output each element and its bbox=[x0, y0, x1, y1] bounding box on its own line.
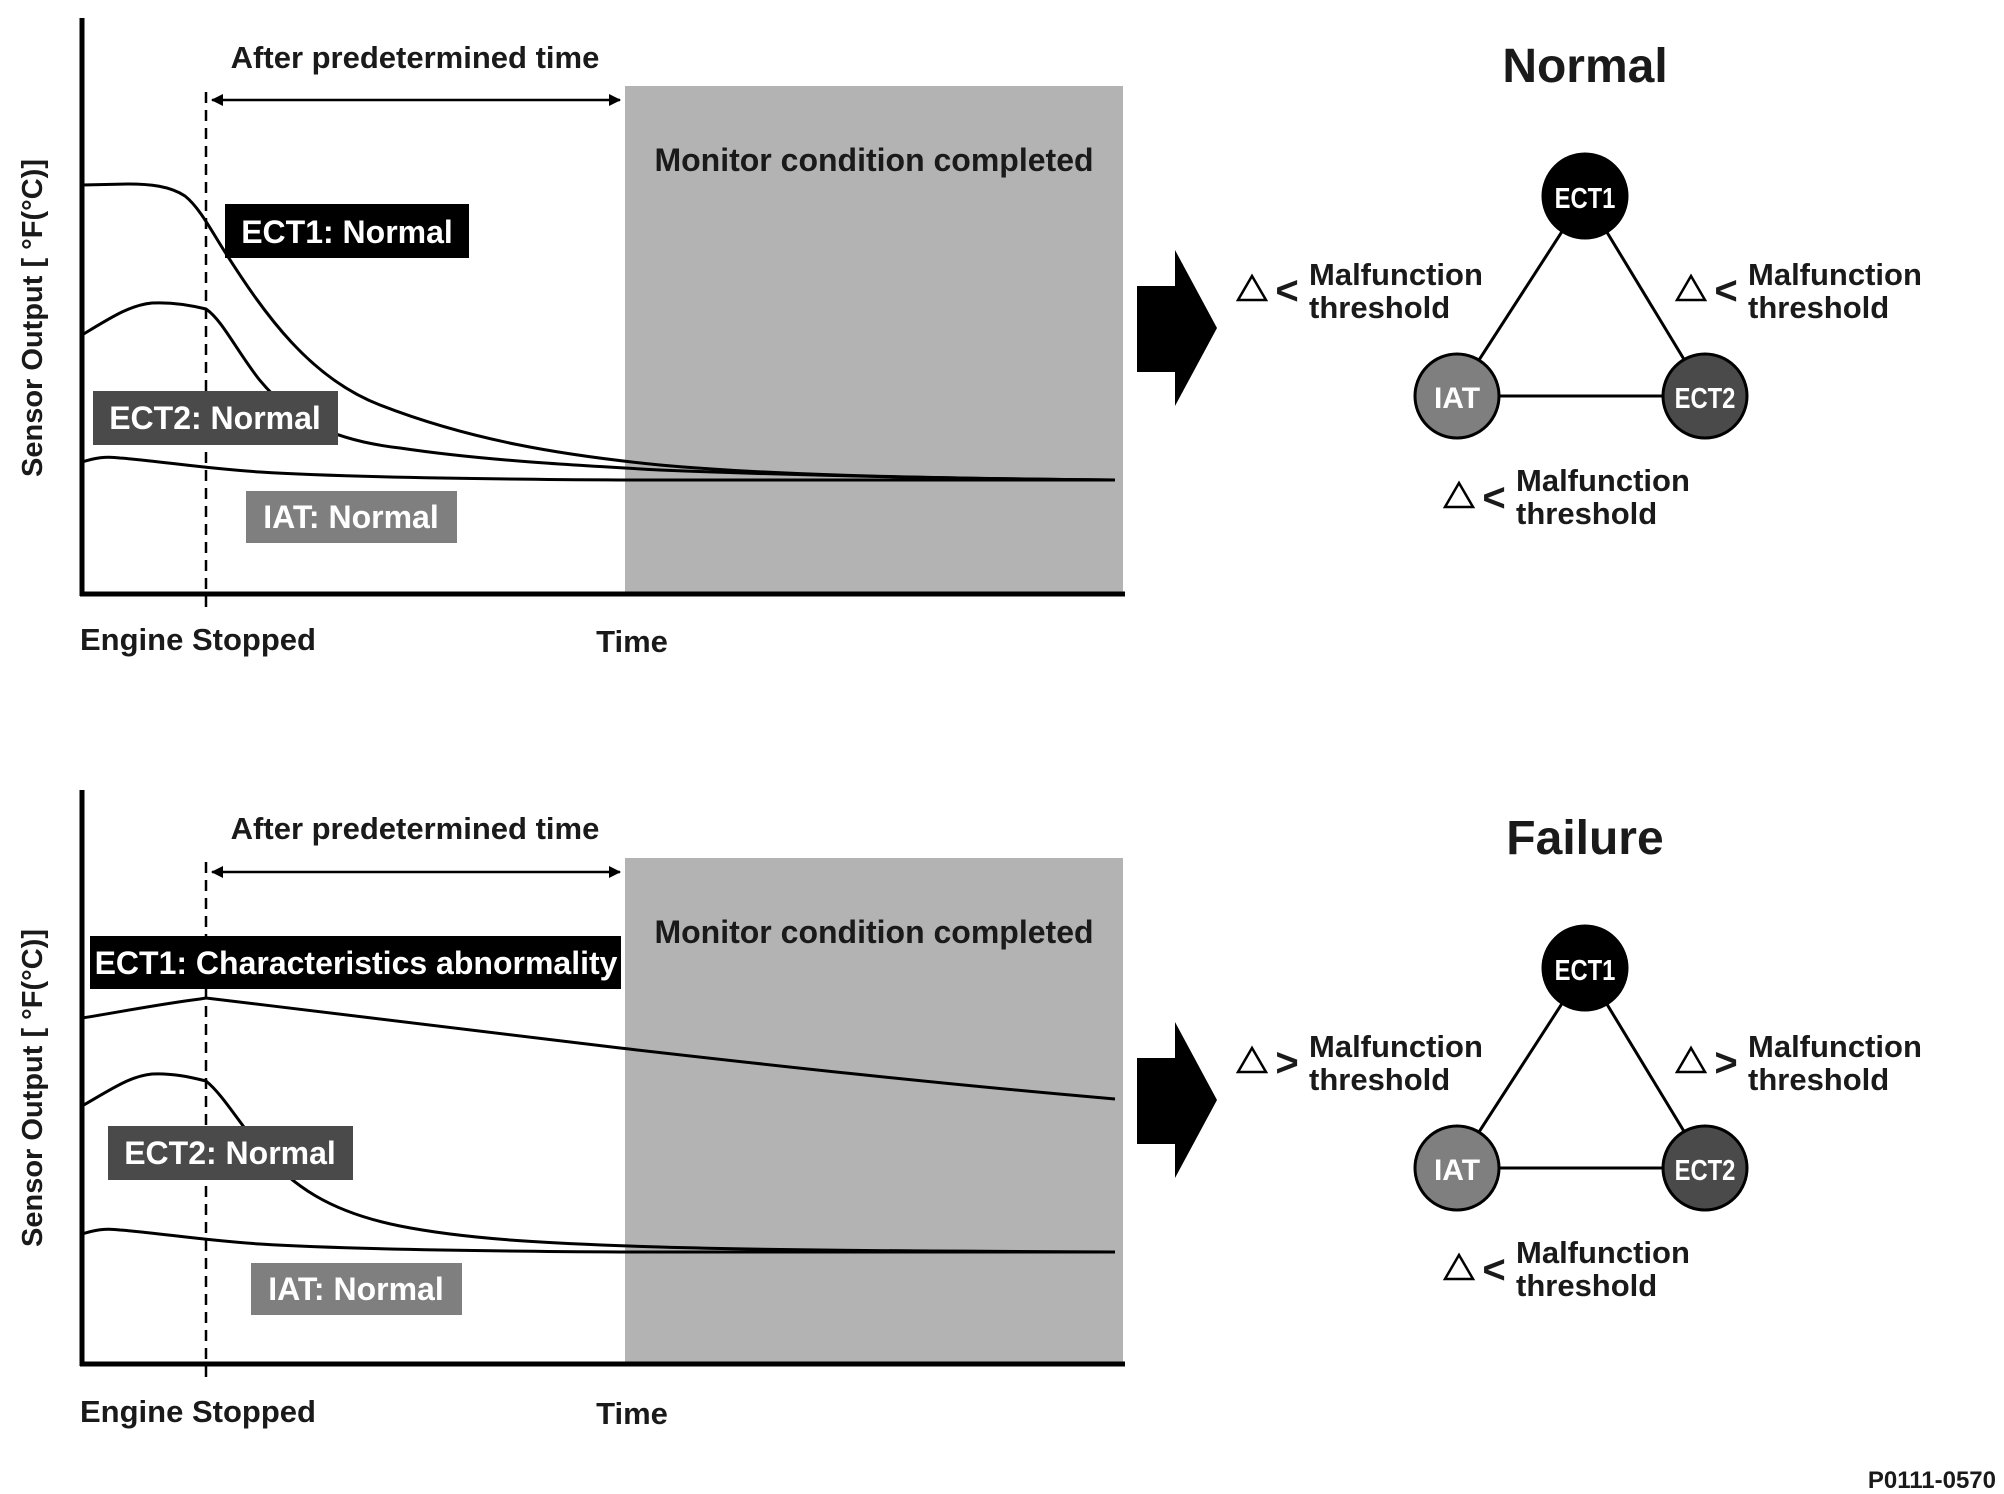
x-end-label: Time bbox=[596, 1396, 668, 1431]
edge-label-left: < Malfunction threshold bbox=[1235, 257, 1483, 325]
x-start-label: Engine Stopped bbox=[80, 1394, 316, 1429]
threshold-line1: Malfunction bbox=[1748, 1029, 1922, 1064]
delta-icon bbox=[1674, 1045, 1708, 1074]
threshold-line2: threshold bbox=[1748, 1062, 1889, 1097]
delta-icon bbox=[1442, 480, 1476, 509]
ect2-label: ECT2: Normal bbox=[124, 1135, 336, 1171]
delta-icon bbox=[1442, 1252, 1476, 1281]
node-ect1-label: ECT1 bbox=[1555, 954, 1616, 987]
ect1-label-box: ECT1: Normal bbox=[225, 204, 469, 258]
comparator: < bbox=[1482, 476, 1505, 520]
interval-label: After predetermined time bbox=[231, 811, 600, 846]
iat-label-box: IAT: Normal bbox=[246, 491, 457, 543]
iat-label: IAT: Normal bbox=[263, 499, 438, 535]
ect2-label-box: ECT2: Normal bbox=[93, 391, 338, 445]
status-normal: Normal ECT1 IAT ECT2 < Malfunction thres… bbox=[1235, 40, 1922, 531]
threshold-line1: Malfunction bbox=[1309, 1029, 1483, 1064]
edge-label-bottom: < Malfunction threshold bbox=[1442, 463, 1690, 531]
edge-label-left: > Malfunction threshold bbox=[1235, 1029, 1483, 1097]
monitor-completed-region bbox=[625, 858, 1123, 1362]
status-title: Normal bbox=[1502, 40, 1667, 93]
threshold-line1: Malfunction bbox=[1516, 1235, 1690, 1270]
comparator: < bbox=[1714, 269, 1737, 313]
iat-label: IAT: Normal bbox=[268, 1271, 443, 1307]
node-ect2: ECT2 bbox=[1661, 1124, 1749, 1212]
comparator: > bbox=[1275, 1041, 1298, 1085]
graph-normal: Monitor condition completed After predet… bbox=[17, 18, 1125, 659]
threshold-line2: threshold bbox=[1748, 290, 1889, 325]
node-ect1: ECT1 bbox=[1541, 152, 1629, 240]
comparator: > bbox=[1714, 1041, 1737, 1085]
iat-label-box: IAT: Normal bbox=[251, 1263, 462, 1315]
ect2-label-box: ECT2: Normal bbox=[108, 1126, 353, 1180]
node-iat-label: IAT bbox=[1434, 382, 1480, 415]
node-ect2-label: ECT2 bbox=[1675, 1154, 1736, 1187]
node-ect1: ECT1 bbox=[1541, 924, 1629, 1012]
node-iat: IAT bbox=[1413, 352, 1501, 440]
threshold-line1: Malfunction bbox=[1748, 257, 1922, 292]
iat-curve bbox=[81, 1227, 1115, 1254]
edge-label-right: < Malfunction threshold bbox=[1674, 257, 1922, 325]
monitor-completed-label: Monitor condition completed bbox=[654, 914, 1093, 950]
node-ect1-label: ECT1 bbox=[1555, 182, 1616, 215]
panel-failure: Monitor condition completed After predet… bbox=[17, 790, 1922, 1431]
ect1-label-box: ECT1: Characteristics abnormality bbox=[90, 936, 621, 989]
ect2-curve bbox=[81, 1072, 1116, 1254]
delta-icon bbox=[1235, 273, 1269, 302]
threshold-line1: Malfunction bbox=[1516, 463, 1690, 498]
x-end-label: Time bbox=[596, 624, 668, 659]
ect1-label: ECT1: Normal bbox=[241, 214, 453, 250]
threshold-line2: threshold bbox=[1309, 290, 1450, 325]
comparator: < bbox=[1482, 1248, 1505, 1292]
node-iat: IAT bbox=[1413, 1124, 1501, 1212]
monitor-completed-label: Monitor condition completed bbox=[654, 142, 1093, 178]
status-failure: Failure ECT1 IAT ECT2 > Malfunction thre… bbox=[1235, 812, 1922, 1303]
panel-normal: Monitor condition completed After predet… bbox=[17, 18, 1922, 659]
threshold-line2: threshold bbox=[1516, 496, 1657, 531]
figure-id: P0111-0570 bbox=[1868, 1467, 1996, 1494]
interval-label: After predetermined time bbox=[231, 40, 600, 75]
iat-curve bbox=[81, 455, 1115, 482]
ect2-label: ECT2: Normal bbox=[109, 400, 321, 436]
threshold-line2: threshold bbox=[1516, 1268, 1657, 1303]
y-axis-label: Sensor Output [ °F(°C)] bbox=[17, 159, 49, 477]
edge-label-right: > Malfunction threshold bbox=[1674, 1029, 1922, 1097]
x-start-label: Engine Stopped bbox=[80, 622, 316, 657]
edge-label-bottom: < Malfunction threshold bbox=[1442, 1235, 1690, 1303]
result-arrow-icon bbox=[1137, 1022, 1217, 1178]
node-iat-label: IAT bbox=[1434, 1154, 1480, 1187]
threshold-line2: threshold bbox=[1309, 1062, 1450, 1097]
status-title: Failure bbox=[1506, 812, 1663, 865]
threshold-line1: Malfunction bbox=[1309, 257, 1483, 292]
delta-icon bbox=[1674, 273, 1708, 302]
ect2-curve bbox=[81, 301, 1116, 482]
graph-failure: Monitor condition completed After predet… bbox=[17, 790, 1125, 1431]
comparator: < bbox=[1275, 269, 1298, 313]
delta-icon bbox=[1235, 1045, 1269, 1074]
ect1-label: ECT1: Characteristics abnormality bbox=[95, 945, 618, 981]
ect1-curve bbox=[81, 996, 1116, 1101]
result-arrow-icon bbox=[1137, 250, 1217, 406]
node-ect2: ECT2 bbox=[1661, 352, 1749, 440]
node-ect2-label: ECT2 bbox=[1675, 382, 1736, 415]
y-axis-label: Sensor Output [ °F(°C)] bbox=[17, 929, 49, 1247]
monitor-completed-region bbox=[625, 86, 1123, 592]
